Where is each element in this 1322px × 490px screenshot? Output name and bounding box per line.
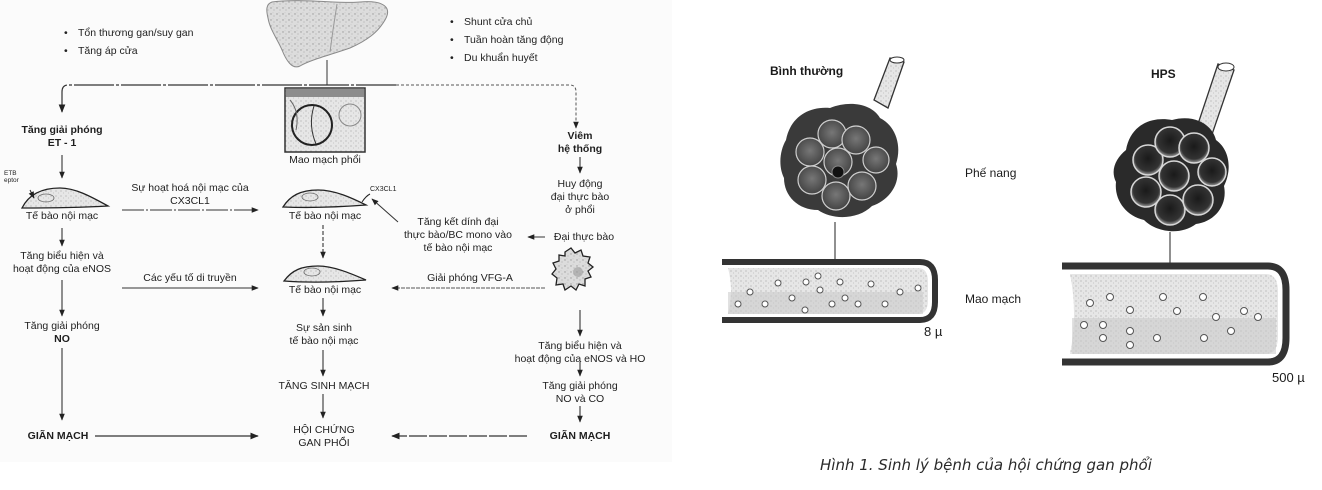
alveolus-label: Phế nang: [965, 166, 1017, 180]
endothelial-cell-middle-2-label: Tế bào nội mạc: [288, 284, 362, 296]
normal-capillary-illustration: [722, 259, 938, 323]
branch-right-arrow: [396, 84, 579, 129]
cause-item: •Du khuẩn huyết: [450, 52, 538, 64]
vegf-label: Giải phóng VFG-A: [427, 272, 513, 284]
pathophysiology-flowchart-panel: [0, 0, 672, 462]
causes-right-list: •Shunt cửa chủ •Tuần hoàn tăng động •Du …: [450, 13, 563, 67]
liver-illustration: [266, 0, 389, 68]
hps-label: HPS: [1151, 67, 1176, 81]
normal-label: Bình thường: [770, 64, 844, 78]
cause-item: •Shunt cửa chủ: [450, 16, 533, 28]
cause-item: •Tổn thương gan/suy gan: [64, 27, 194, 39]
endothelial-cell-left: [20, 187, 111, 209]
endothelial-cell-middle-2: [282, 265, 367, 283]
cause-item: •Tăng áp cửa: [64, 45, 138, 57]
capillary-label: Mao mạch: [965, 292, 1022, 306]
genetic-label: Các yếu tố di truyền: [143, 272, 237, 284]
cause-item: •Tuần hoàn tăng động: [450, 34, 564, 46]
left-vasodilation-node: GIÃN MẠCH: [27, 430, 89, 442]
hps-alveolus-illustration: [1113, 62, 1235, 232]
macrophage-label: Đại thực bào: [553, 231, 615, 243]
normal-alveolus-illustration: [780, 56, 905, 218]
macrophage-illustration: [551, 247, 595, 292]
causes-left-list: •Tổn thương gan/suy gan •Tăng áp cửa: [64, 24, 194, 60]
lung-capillary-label: Mao mạch phổi: [289, 154, 361, 166]
normal-diameter-label: 8 µ: [924, 324, 943, 339]
endothelial-cell-middle-1: [281, 189, 371, 209]
endothelial-cell-left-label: Tế bào nội mạc: [25, 210, 99, 222]
angiogenesis-node: TĂNG SINH MẠCH: [278, 380, 370, 392]
lung-capillary-image: [284, 87, 366, 153]
adhesion-arrow: [371, 198, 399, 223]
hps-capillary-illustration: [1062, 262, 1290, 366]
hps-diameter-label: 500 µ: [1272, 370, 1305, 385]
endothelial-cell-middle-1-label: Tế bào nội mạc: [288, 210, 362, 222]
branch-left-arrow: [58, 84, 396, 113]
right-vasodilation-node: GIÃN MẠCH: [549, 430, 611, 442]
cx3cl1-tag: CX3CL1: [370, 186, 397, 193]
figure-caption: Hình 1. Sinh lý bệnh của hội chứng gan p…: [820, 456, 1152, 474]
